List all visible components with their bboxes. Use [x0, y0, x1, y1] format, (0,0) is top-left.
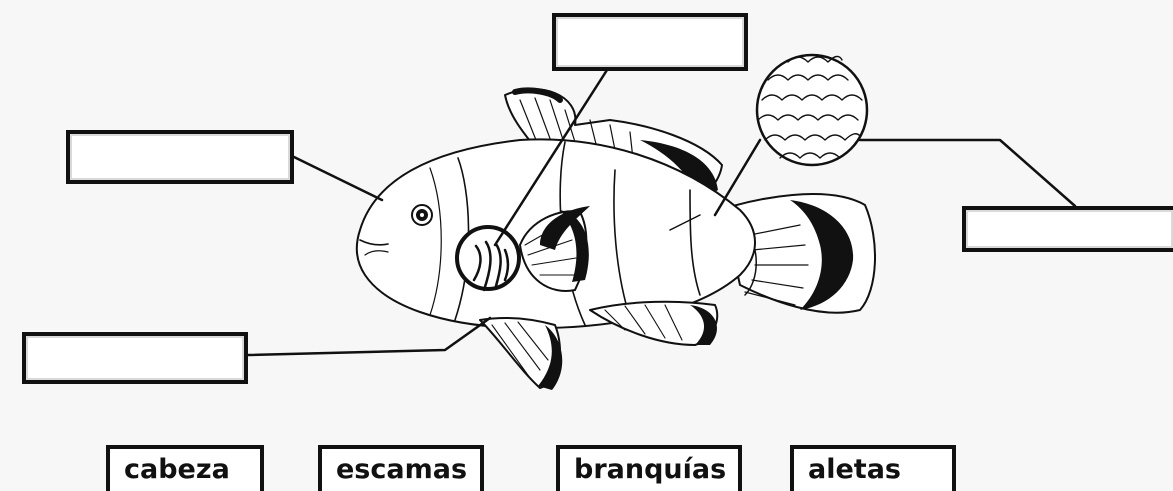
gills-magnifier-icon [457, 227, 519, 290]
answer-box-right[interactable] [962, 206, 1173, 252]
leader-line-left-lower [248, 318, 490, 355]
answer-box-left-lower[interactable] [22, 332, 248, 384]
word-tile-branquias[interactable]: branquías [556, 445, 742, 491]
word-tile-escamas[interactable]: escamas [318, 445, 484, 491]
leader-line-right [860, 140, 1075, 206]
clownfish-illustration [248, 55, 1075, 390]
pelvic-fin [480, 318, 562, 390]
leader-line-left-upper [294, 157, 382, 200]
word-tile-aletas[interactable]: aletas [790, 445, 956, 491]
answer-box-top[interactable] [552, 13, 748, 71]
answer-box-left-upper[interactable] [66, 130, 294, 184]
scales-magnifier-icon [757, 55, 867, 165]
word-tile-cabeza[interactable]: cabeza [106, 445, 264, 491]
